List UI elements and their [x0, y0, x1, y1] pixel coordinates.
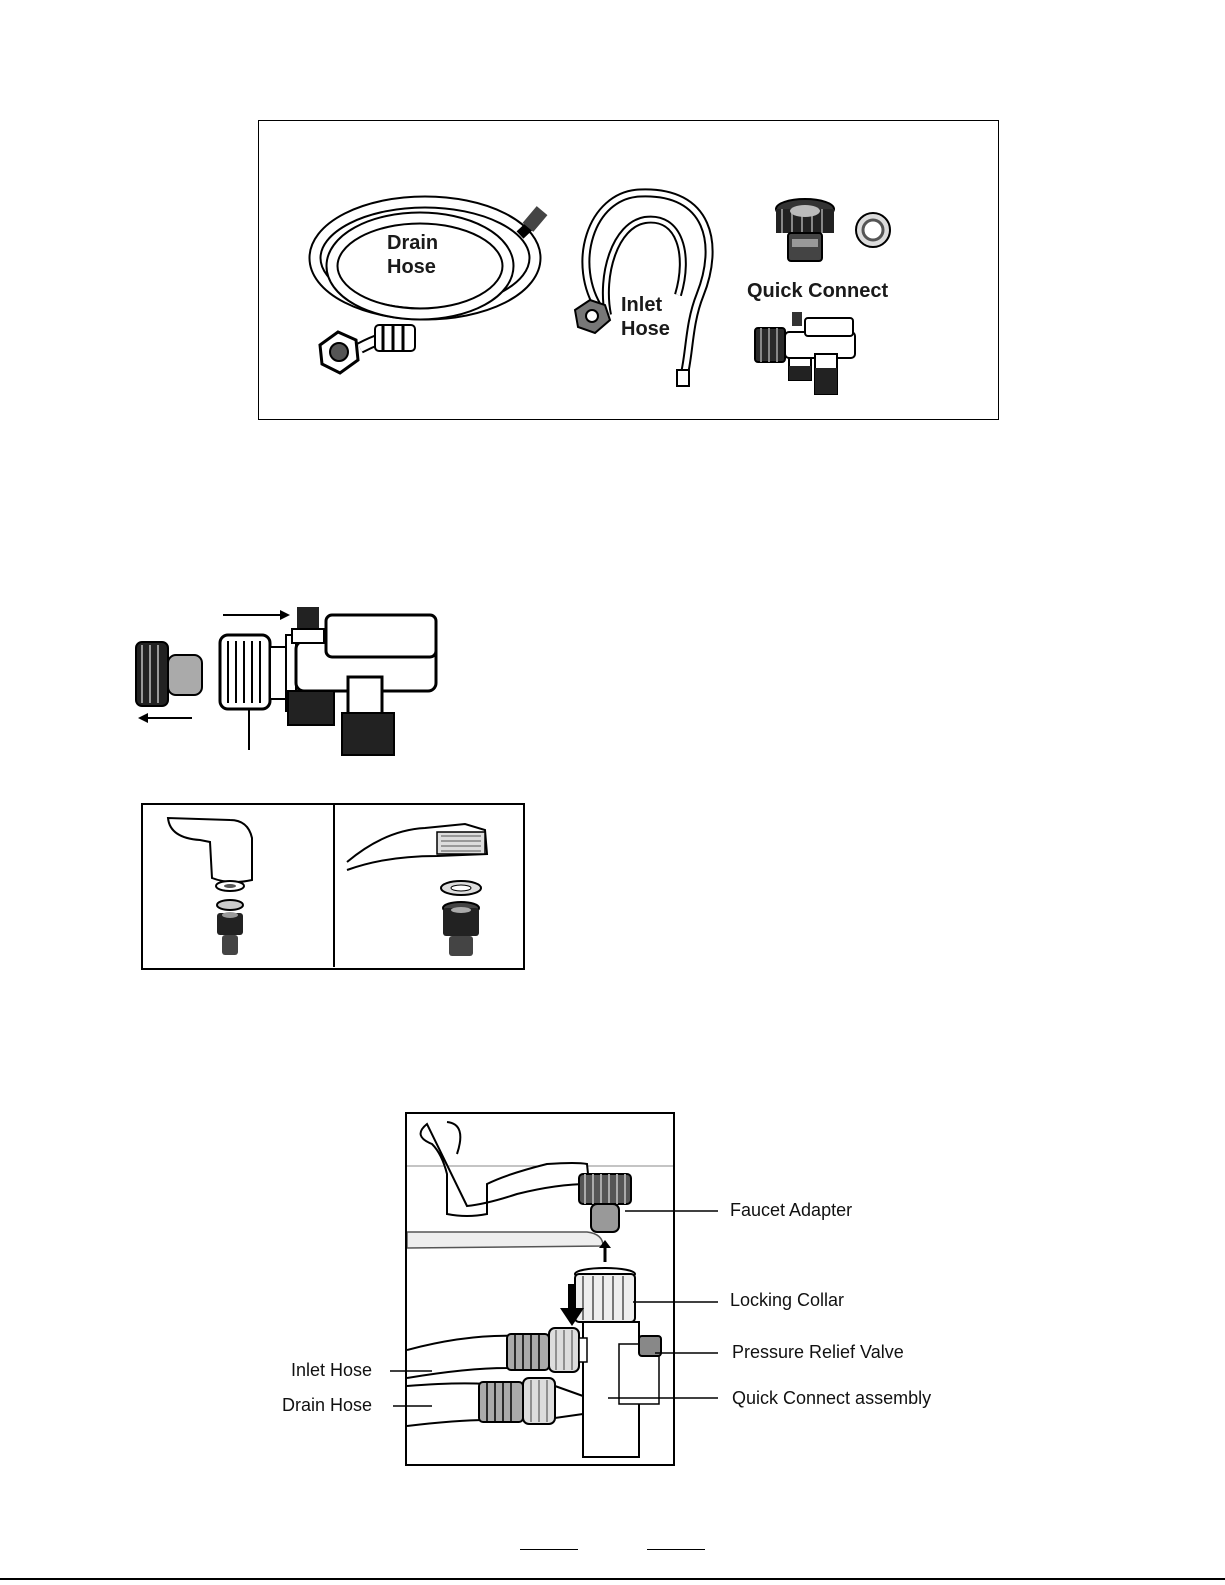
faucet-adapter-callout: Faucet Adapter	[730, 1200, 852, 1220]
pressure-relief-valve-callout: Pressure Relief Valve	[732, 1342, 904, 1362]
footer-mark-1	[520, 1549, 578, 1550]
footer-rule	[0, 1578, 1225, 1580]
locking-collar-callout: Locking Collar	[730, 1290, 844, 1310]
inlet-hose-callout: Inlet Hose	[291, 1360, 372, 1380]
drain-hose-callout: Drain Hose	[282, 1395, 372, 1415]
footer-mark-2	[647, 1549, 705, 1550]
quick-connect-assembly-callout: Quick Connect assembly	[732, 1388, 931, 1408]
